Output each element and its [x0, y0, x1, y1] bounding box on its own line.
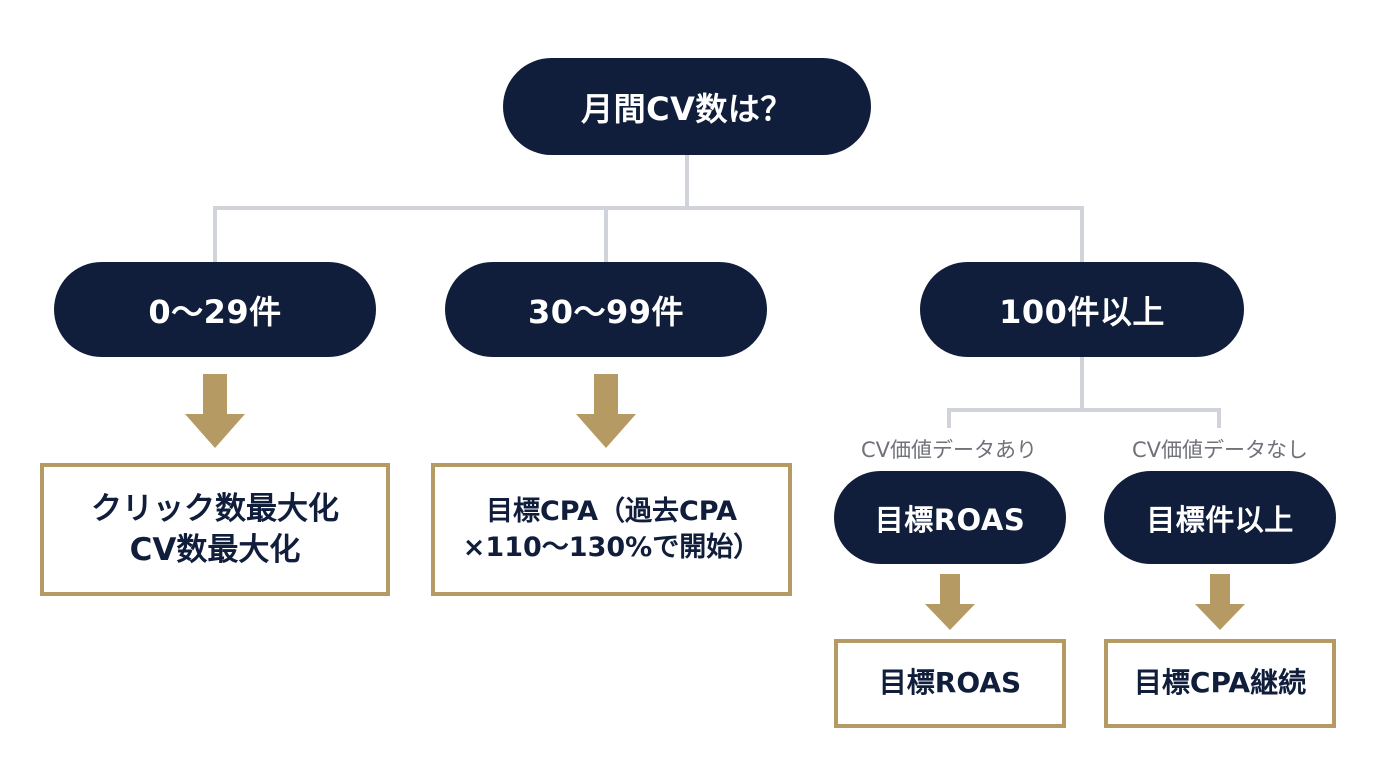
- root-question-label: 月間CV数は？: [581, 89, 793, 128]
- sub-branch-node-roas: 目標ROAS: [834, 471, 1066, 564]
- result-line: ×110〜130%で開始）: [462, 531, 761, 563]
- result-box-0-29: クリック数最大化 CV数最大化: [40, 463, 390, 596]
- branch-node-100-plus: 100件以上: [920, 262, 1244, 357]
- branch-label-100-plus: 100件以上: [999, 292, 1165, 331]
- down-arrow-icon: [185, 374, 245, 448]
- condition-label-without-value-data: CV価値データなし: [1131, 438, 1309, 462]
- sub-branch-label: 目標ROAS: [874, 502, 1026, 537]
- down-arrow-icon: [576, 374, 636, 448]
- root-question-node: 月間CV数は？: [503, 58, 871, 155]
- branch-label-30-99: 30〜99件: [527, 292, 685, 331]
- branch-label-0-29: 0〜29件: [148, 292, 282, 331]
- down-arrow-icon: [1195, 574, 1245, 630]
- result-box-30-99: 目標CPA（過去CPA ×110〜130%で開始）: [431, 463, 792, 596]
- down-arrow-icon: [925, 574, 975, 630]
- condition-label-with-value-data: CV価値データあり: [860, 438, 1038, 462]
- sub-branch-label: 目標件以上: [1146, 502, 1294, 537]
- branch-node-30-99: 30〜99件: [445, 262, 767, 357]
- result-box-cpa-continue: 目標CPA継続: [1104, 639, 1336, 728]
- result-line: 目標ROAS: [878, 666, 1022, 700]
- branch-node-0-29: 0〜29件: [54, 262, 376, 357]
- result-line: CV数最大化: [129, 531, 301, 568]
- result-line: 目標CPA継続: [1133, 666, 1307, 700]
- result-box-roas: 目標ROAS: [834, 639, 1066, 728]
- sub-branch-node-target-count: 目標件以上: [1104, 471, 1336, 564]
- result-line: 目標CPA（過去CPA: [485, 496, 738, 528]
- result-line: クリック数最大化: [91, 491, 339, 528]
